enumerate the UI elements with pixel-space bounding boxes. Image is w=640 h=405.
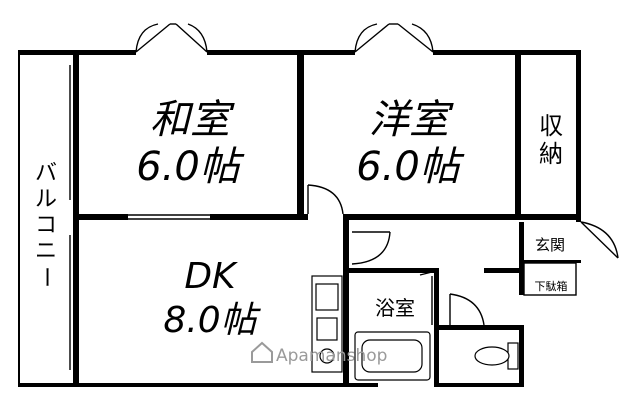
kitchen-unit	[311, 275, 343, 373]
balcony-char-3: コ	[35, 213, 57, 238]
washitsu-size: 6.0帖	[136, 144, 245, 190]
youshitsu-size: 6.0帖	[356, 144, 465, 190]
balcony-char-2: ル	[35, 187, 57, 212]
balcony-char-5: ー	[33, 266, 58, 288]
youshitsu-name: 洋室	[369, 97, 454, 143]
storage-label-2: 納	[539, 140, 563, 168]
sliding-door-washitsu	[128, 214, 210, 220]
dk-name: DK	[184, 256, 238, 297]
shoe-box-outline	[523, 262, 577, 296]
bath-label: 浴室	[375, 296, 415, 320]
shoe-box-label: 下駄箱	[535, 279, 568, 293]
balcony-char-1: バ	[35, 161, 57, 186]
washitsu-window	[135, 23, 208, 53]
hall-door	[351, 231, 391, 265]
youshitsu-door	[307, 184, 344, 215]
entrance-door	[580, 221, 619, 259]
balcony-label: バ ル コ ニ ー	[33, 161, 58, 288]
entrance-label: 玄関	[535, 236, 565, 254]
bathtub	[354, 331, 431, 381]
dk-size: 8.0帖	[163, 300, 261, 341]
storage-label-1: 収	[539, 112, 563, 140]
youshitsu-window	[354, 23, 434, 53]
balcony-char-4: ニ	[35, 239, 57, 264]
toilet	[474, 342, 519, 370]
bath-door	[419, 271, 433, 325]
watermark-text: Apamanshop	[276, 346, 387, 366]
washitsu-name: 和室	[150, 97, 235, 143]
watermark: Apamanshop	[251, 341, 387, 366]
toilet-door	[449, 293, 485, 326]
house-icon	[251, 341, 273, 363]
